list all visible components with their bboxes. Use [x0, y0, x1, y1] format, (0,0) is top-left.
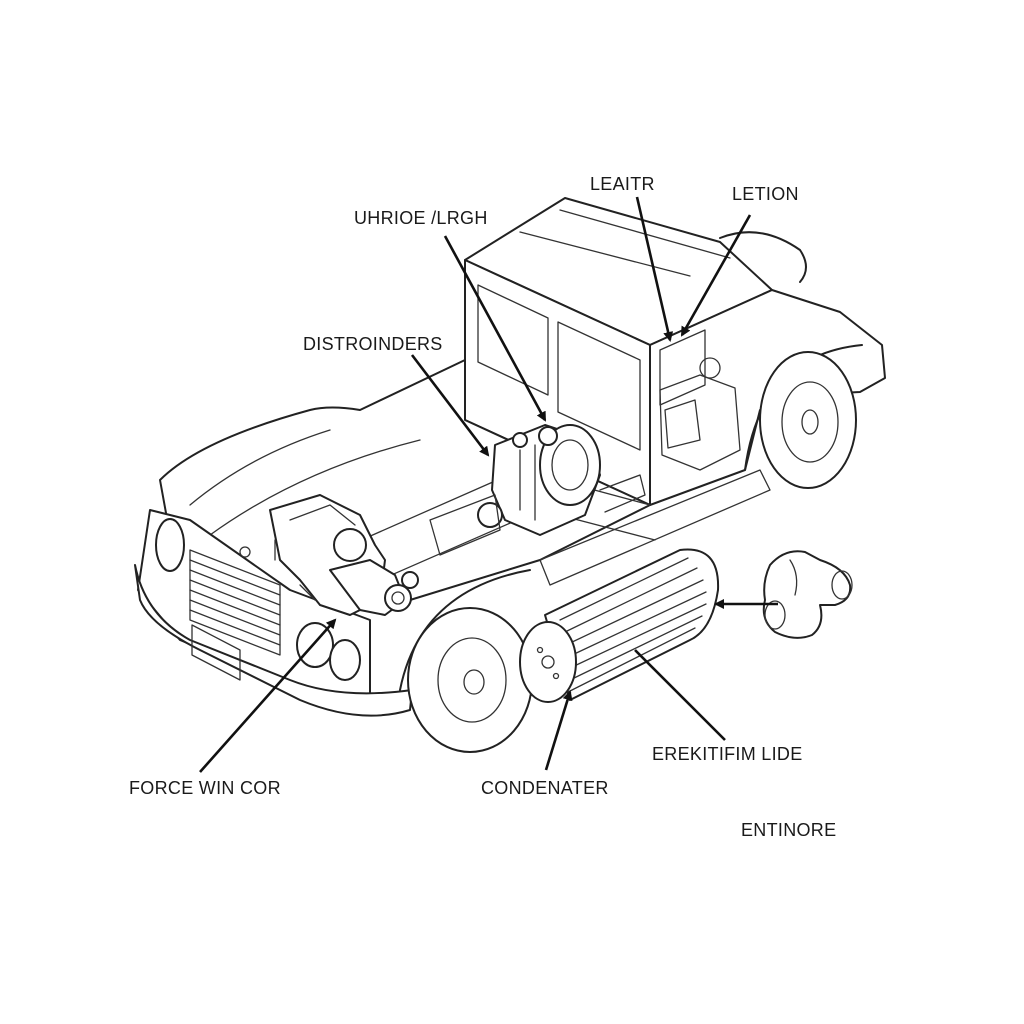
arrow-erekitifim	[634, 649, 726, 741]
label-condenater: CONDENATER	[481, 778, 609, 798]
front-wheel	[399, 569, 533, 753]
compressor	[429, 424, 646, 556]
arrow-condenater	[544, 690, 573, 771]
arrow-uhrioe	[443, 235, 547, 422]
label-letion: LETION	[732, 184, 799, 204]
arrow-force	[199, 618, 337, 773]
label-uhrioe: UHRIOE /LRGH	[354, 208, 488, 228]
fitting-part	[762, 550, 853, 639]
label-distroinders: DISTROINDERS	[303, 334, 443, 354]
arrow-leaitr	[635, 196, 674, 342]
cab	[464, 197, 886, 506]
label-erekitifim: EREKITIFIM LIDE	[652, 744, 803, 764]
label-force: FORCE WIN COR	[129, 778, 281, 798]
chassis-rail	[539, 469, 771, 586]
label-leaitr: LEAITR	[590, 174, 655, 194]
leader-lines	[199, 196, 778, 773]
arrow-letion	[680, 214, 752, 337]
arrow-distroinders	[410, 354, 490, 457]
label-entinore: ENTINORE	[741, 820, 837, 840]
receiver-parts	[659, 357, 741, 471]
condenser-cylinder	[519, 548, 720, 703]
engine-block	[269, 494, 419, 616]
